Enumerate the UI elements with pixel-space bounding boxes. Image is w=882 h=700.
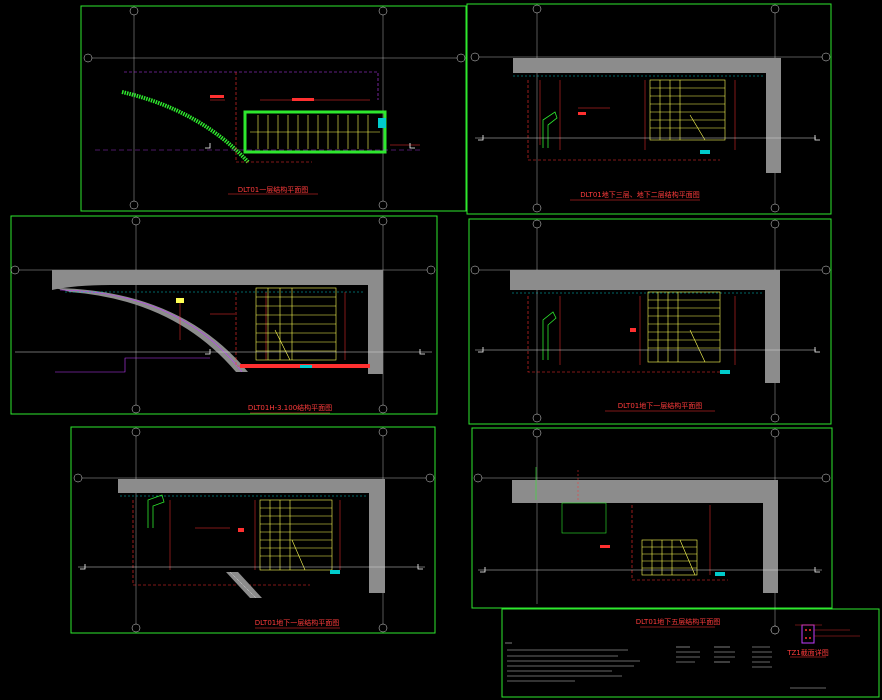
- view-frame: [466, 3, 832, 215]
- concrete-wall: [513, 58, 781, 173]
- view-3-stair-plan: DLT01H-3.100结构平面图: [10, 215, 438, 415]
- grid-bubble: [129, 6, 139, 16]
- view-4-caption: DLT01地下一层结构平面图: [618, 401, 703, 410]
- view-frame: [80, 5, 467, 212]
- view-5-caption: DLT01地下一层结构平面图: [255, 618, 340, 627]
- view-6-stair-plan: DLT01地下五层结构平面图: [471, 427, 833, 635]
- grid-bubble: [83, 53, 93, 63]
- concrete-wall: [510, 270, 780, 383]
- view-1-stair-plan: DLT01一层结构平面图: [80, 5, 467, 212]
- view-4-stair-plan: DLT01地下一层结构平面图: [468, 218, 832, 425]
- grid-bubble: [456, 53, 466, 63]
- view-2-caption: DLT01地下三层、地下二层结构平面图: [580, 190, 700, 199]
- notes-panel: TZ1截面详图: [501, 608, 880, 698]
- view-6-caption: DLT01地下五层结构平面图: [636, 617, 721, 626]
- view-frame: [70, 426, 436, 634]
- concrete-wall: [52, 270, 383, 374]
- grid-bubble: [378, 6, 388, 16]
- grid-bubble: [378, 200, 388, 210]
- view-5-stair-plan: DLT01地下一层结构平面图: [70, 426, 436, 634]
- column-section-detail: [801, 624, 815, 644]
- concrete-wall: [512, 480, 778, 593]
- view-1-caption: DLT01一层结构平面图: [238, 185, 309, 194]
- view-2-stair-plan: DLT01地下三层、地下二层结构平面图: [466, 3, 832, 215]
- grid-bubble: [129, 200, 139, 210]
- view-frame: [10, 215, 438, 415]
- concrete-wall: [118, 479, 385, 593]
- view-frame: [471, 427, 833, 609]
- view-frame: [468, 218, 832, 425]
- view-3-caption: DLT01H-3.100结构平面图: [248, 403, 332, 412]
- section-caption: TZ1截面详图: [786, 648, 829, 657]
